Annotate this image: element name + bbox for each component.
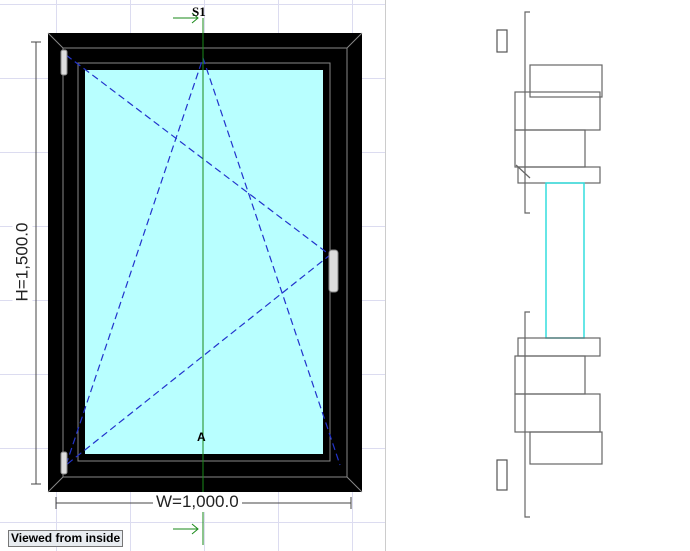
width-dimension[interactable]: W=1,000.0 [153, 492, 242, 512]
hinge-bottom [60, 451, 68, 475]
glass-section [545, 182, 585, 339]
view-side-badge: Viewed from inside [8, 530, 124, 547]
profile-top [496, 11, 603, 214]
glass-pane [85, 70, 323, 454]
section-label[interactable]: S1 [192, 4, 206, 19]
opening-label: A [197, 430, 206, 444]
profile-bottom [496, 311, 603, 518]
handle-icon [328, 249, 339, 293]
height-dimension[interactable]: H=1,500.0 [12, 219, 33, 305]
window-elevation-view: S1 A W=1,000.0 H=1,500.0 Viewed from ins… [0, 0, 386, 551]
hinge-top [60, 49, 68, 76]
window-drawing [31, 12, 363, 545]
